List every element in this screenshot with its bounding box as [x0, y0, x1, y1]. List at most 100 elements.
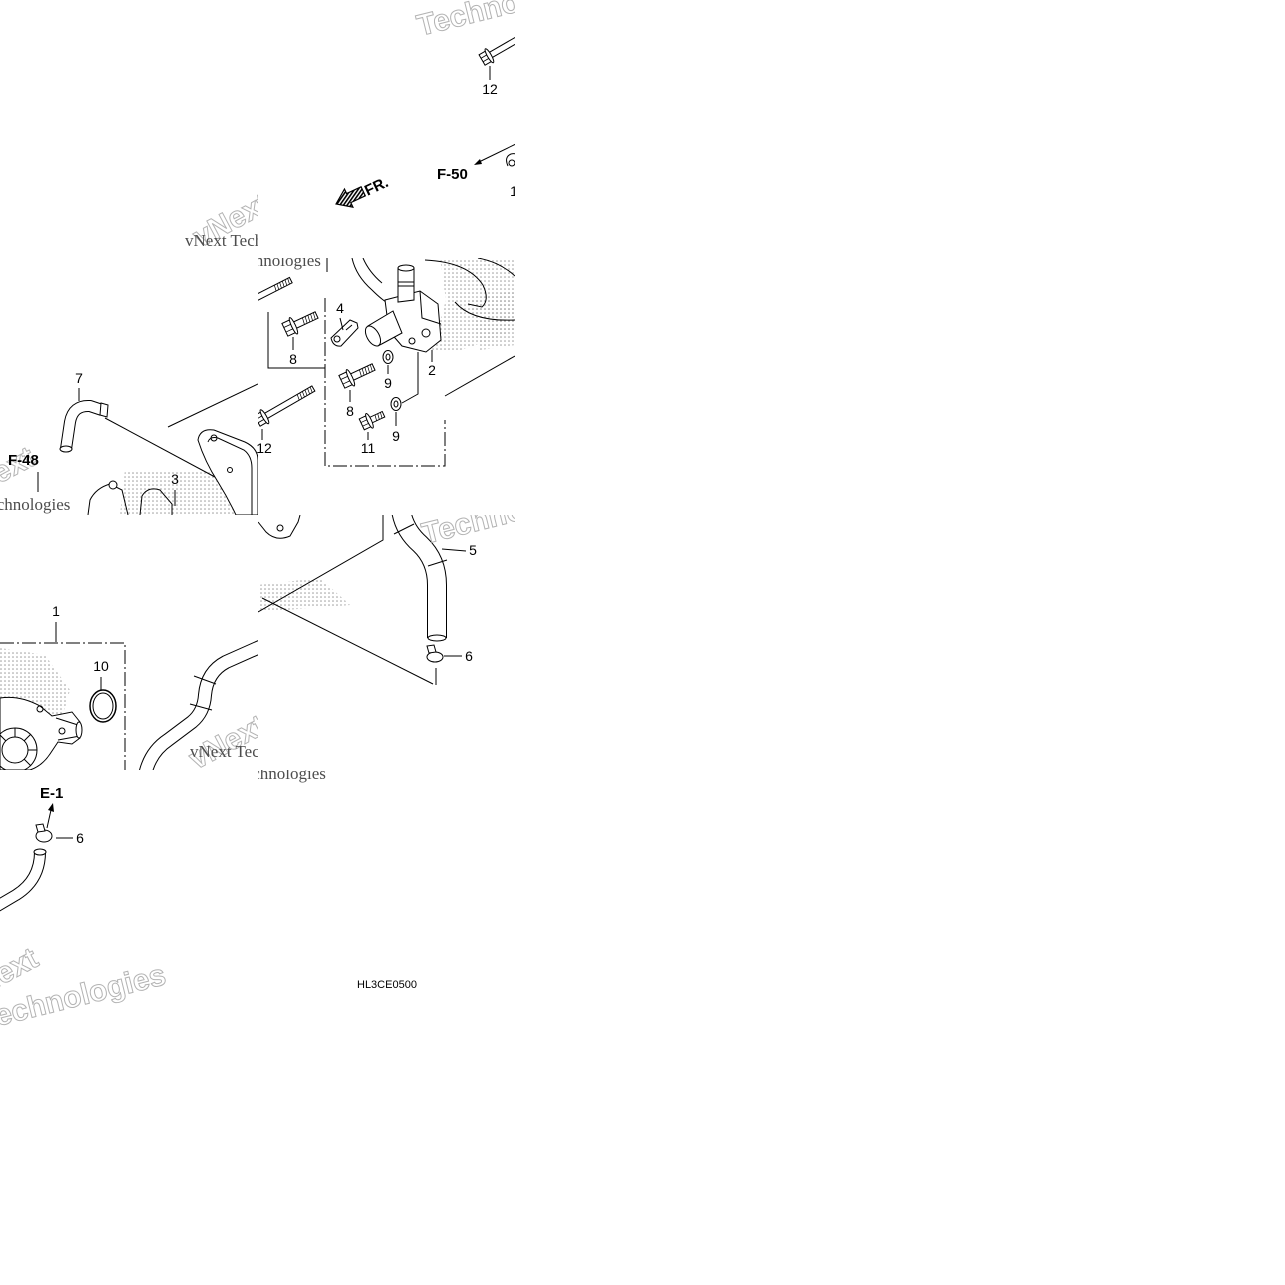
washer-icon	[390, 397, 402, 411]
gasket-hole	[210, 434, 218, 442]
hose-icon	[139, 640, 258, 770]
watermark-text: vNext Technologies	[190, 764, 326, 783]
assembly-bracket-line	[267, 312, 325, 369]
pump-outline	[258, 515, 301, 539]
diagram-tile-top-right: Technologies 12 F-50 1 FR.	[335, 0, 518, 208]
diagram-tile-assembly: vNext Technologies	[185, 251, 515, 467]
callout-label: 3	[171, 471, 179, 487]
hose-fill	[61, 400, 104, 450]
hose-clamp-icon	[506, 153, 515, 167]
reference-label-f48: F-48	[8, 452, 39, 469]
nipple-bead	[398, 281, 414, 287]
o-ring-inner	[92, 692, 114, 720]
callout-label: 5	[469, 542, 477, 558]
hose-clamp-icon	[426, 644, 444, 663]
callout-label: 12	[256, 440, 272, 456]
callout-label: 7	[75, 370, 83, 386]
outlet-end	[364, 325, 382, 347]
watermark-text: vNext Technologies	[185, 251, 321, 270]
leader-line	[339, 317, 344, 331]
direction-arrow-shape	[335, 185, 367, 208]
assembly-frame-line	[324, 298, 446, 467]
bracket-hole	[333, 335, 341, 343]
cover-outline	[477, 258, 515, 277]
watermark-text: Technologies	[0, 495, 70, 514]
assembly-frame-line	[444, 355, 515, 397]
gasket-outline	[197, 429, 258, 515]
callout-label: 8	[289, 351, 297, 367]
hose-end	[59, 445, 73, 453]
arrowhead-icon	[474, 159, 482, 165]
o-ring-icon	[89, 689, 117, 723]
gasket-hole	[227, 467, 233, 473]
reference-arrow-line	[46, 809, 52, 829]
bolt-boss	[408, 337, 416, 345]
hose-fill	[392, 515, 446, 638]
front-direction-arrow-icon: FR.	[335, 174, 391, 208]
pump-outlet-end	[75, 721, 83, 739]
washer-outer	[382, 350, 394, 364]
bracket-plate	[330, 319, 359, 347]
callout-label: 9	[384, 375, 392, 391]
bracket-slot	[345, 324, 353, 331]
bolt-boss	[421, 328, 431, 338]
hose-fill	[0, 851, 45, 911]
diagram-tile-bottom-right: vNext Technologies	[190, 764, 326, 783]
callout-label: 6	[465, 648, 473, 664]
callout-label: 9	[392, 428, 400, 444]
cover-outline	[454, 301, 515, 321]
shading	[258, 578, 350, 612]
washer-inner	[393, 400, 399, 408]
thermostat-housing-icon	[364, 264, 442, 353]
assembly-frame-line	[0, 642, 126, 770]
callout-label: 1	[510, 183, 518, 199]
callout-label: 10	[93, 658, 109, 674]
callout-label: 12	[482, 81, 498, 97]
reference-label-f50: F-50	[437, 166, 468, 183]
callout-label: 2	[428, 362, 436, 378]
diagram-tile-left-middle: vNext Technologies	[0, 383, 258, 515]
watermark-text: vNext Technologies	[185, 231, 321, 250]
clamp-tab	[426, 644, 437, 654]
leader-line	[401, 352, 419, 404]
hose-end	[427, 634, 447, 642]
washer-icon	[382, 350, 394, 364]
washer-inner	[385, 353, 391, 361]
nipple-end	[397, 264, 415, 272]
hose-sleeve-line	[189, 675, 217, 711]
hose-nipple	[99, 402, 109, 418]
callout-label: 11	[361, 440, 376, 456]
pump-outline	[139, 488, 173, 515]
callout-label: 1	[52, 603, 60, 619]
watermark-text: vNext Technologies	[190, 742, 326, 761]
diagram-code: HL3CE0500	[357, 979, 417, 991]
hose-end	[33, 848, 47, 856]
callout-label: 4	[336, 300, 344, 316]
pump-outlet	[55, 717, 81, 741]
impeller-vane	[0, 728, 37, 767]
housing-edge	[419, 290, 442, 325]
hose-fill	[140, 641, 258, 770]
housing-nipple	[397, 267, 415, 303]
pump-housing	[0, 696, 81, 770]
hose-icon	[391, 515, 448, 642]
clamp-tab	[35, 823, 46, 833]
callout-label: 8	[346, 403, 354, 419]
assembly-frame-line	[167, 383, 258, 428]
callout-label: 6	[76, 830, 84, 846]
pump-bolt-hole	[36, 705, 44, 713]
pump-bolt-hole	[58, 727, 66, 735]
assembly-frame-line	[258, 515, 384, 613]
hose-clamp-icon	[35, 823, 53, 843]
gasket-inner-line	[207, 437, 253, 515]
clamp-band	[426, 651, 444, 663]
hose-icon	[59, 399, 109, 453]
cover-outline	[362, 258, 383, 284]
cover-outline	[351, 258, 387, 303]
bracket-icon	[330, 319, 359, 347]
gasket-icon	[197, 429, 258, 515]
hose-icon	[0, 848, 47, 912]
water-pump-icon	[0, 696, 83, 770]
